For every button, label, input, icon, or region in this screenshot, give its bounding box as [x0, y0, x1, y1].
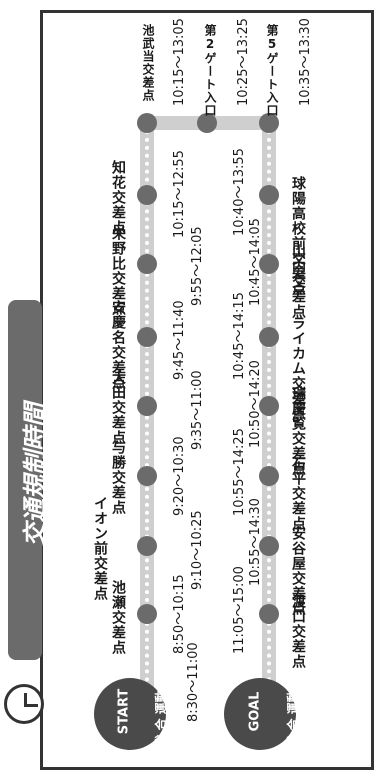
- top-station-label-1: 池武当交差点: [141, 24, 155, 102]
- inbound-time: 11:05〜15:00: [232, 566, 247, 654]
- outbound-time: 9:20〜10:30: [172, 436, 187, 516]
- goal-name: 県 総 合 運動公園: [285, 666, 300, 763]
- outbound-station: [137, 536, 157, 556]
- outbound-time: 9:45〜11:40: [172, 300, 187, 380]
- outbound-label: 知花交差点: [110, 160, 126, 235]
- outbound-station: [137, 185, 157, 205]
- inbound-station: [259, 254, 279, 274]
- outbound-label: 池瀬交差点: [110, 580, 126, 655]
- goal-badge: GOAL: [247, 691, 263, 732]
- inbound-label: 球陽高校前交差点: [290, 176, 306, 296]
- outbound-time: 9:35〜11:00: [190, 370, 205, 450]
- page-title: 交通規制時間: [21, 403, 49, 547]
- title-band: [8, 300, 42, 660]
- outbound-label: 栄野比交差点: [110, 226, 126, 316]
- top-station-time-1: 10:15〜13:05: [172, 18, 187, 106]
- outbound-label: 安慶名交差点: [110, 300, 126, 390]
- start-time: 8:30〜11:00: [186, 642, 201, 722]
- outbound-station: [137, 604, 157, 624]
- start-circle: [94, 678, 166, 750]
- top-station-time-3: 10:35〜13:30: [298, 18, 313, 106]
- top-station-label-2: 第2ゲート入口: [203, 24, 217, 117]
- outbound-time: 9:10〜10:25: [190, 510, 205, 590]
- inbound-station: [259, 466, 279, 486]
- clock-icon: [4, 684, 44, 724]
- inbound-label: 石平交差点: [290, 456, 306, 531]
- inbound-station: [259, 604, 279, 624]
- goal-circle: [224, 678, 296, 750]
- inbound-station: [259, 396, 279, 416]
- outbound-station: [137, 254, 157, 274]
- outbound-label: 与勝交差点: [110, 440, 126, 515]
- start-name: 県 総 合 運動公園: [153, 666, 168, 763]
- inbound-label: 瑞慶覧交差点: [290, 386, 306, 476]
- inbound-station: [259, 536, 279, 556]
- outbound-station: [137, 327, 157, 347]
- outbound-time: 9:55〜12:05: [190, 226, 205, 306]
- top-station-1: [137, 113, 157, 133]
- start-badge: START: [116, 688, 132, 735]
- inbound-station: [259, 185, 279, 205]
- top-station-2: [197, 113, 217, 133]
- outbound-station: [137, 396, 157, 416]
- top-station-3: [259, 113, 279, 133]
- outbound-label: 大田交差点: [110, 370, 126, 445]
- outbound-label: イオン前交差点: [92, 496, 108, 601]
- outbound-time: 8:50〜10:15: [172, 574, 187, 654]
- inbound-station: [259, 327, 279, 347]
- inbound-label: ライカム交差点: [290, 316, 306, 421]
- outbound-station: [137, 466, 157, 486]
- top-station-label-3: 第5ゲート入口: [265, 24, 279, 117]
- top-station-time-2: 10:25〜13:25: [236, 18, 251, 106]
- inbound-label: 安谷屋交差点: [290, 526, 306, 616]
- inbound-label: 山内交差点: [290, 244, 306, 319]
- outbound-time: 10:15〜12:55: [172, 150, 187, 238]
- inbound-label: 渡口交差点: [290, 594, 306, 669]
